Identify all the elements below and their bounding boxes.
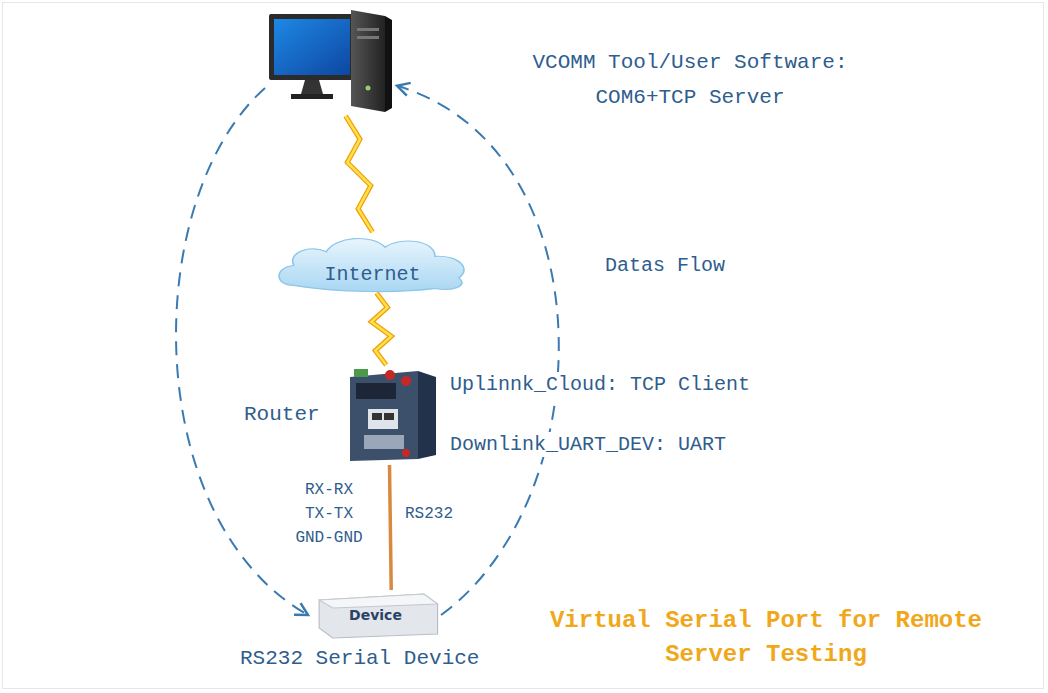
router-node: Router xyxy=(340,365,450,465)
pin-label: GND-GND xyxy=(282,528,376,548)
router-label: Router xyxy=(244,402,334,428)
wireless-link xyxy=(371,293,391,365)
cloud-label: Internet xyxy=(272,232,473,287)
interface-label: RS232 xyxy=(402,504,456,524)
wireless-link xyxy=(346,116,373,232)
data-flow-arc xyxy=(397,86,559,615)
computer-node: VCOMM Tool/User Software: COM6+TCP Serve… xyxy=(265,8,395,116)
computer-icon xyxy=(265,8,395,116)
arrow-head xyxy=(294,603,308,615)
caption-note: Virtual Serial Port for Remote Server Te… xyxy=(516,604,1016,672)
internet-cloud: Internet xyxy=(272,232,473,293)
device-caption: RS232 Serial Device xyxy=(240,646,520,672)
wireless-link xyxy=(346,116,373,232)
wireless-link xyxy=(371,293,391,365)
pin-label: RX-RX xyxy=(282,480,376,500)
rs232-cable xyxy=(390,465,392,590)
device-label: Device xyxy=(310,590,441,624)
device-node: DeviceRS232 Serial Device xyxy=(310,590,441,640)
uplink-label: Uplinnk_Cloud: TCP Client xyxy=(447,372,753,397)
arrow-head xyxy=(397,83,411,96)
software-label: VCOMM Tool/User Software: COM6+TCP Serve… xyxy=(490,45,890,115)
pin-label: TX-TX xyxy=(282,504,376,524)
downlink-label: Downlink_UART_DEV: UART xyxy=(447,432,729,457)
flow-label: Datas Flow xyxy=(602,253,728,278)
router-icon xyxy=(340,365,450,465)
